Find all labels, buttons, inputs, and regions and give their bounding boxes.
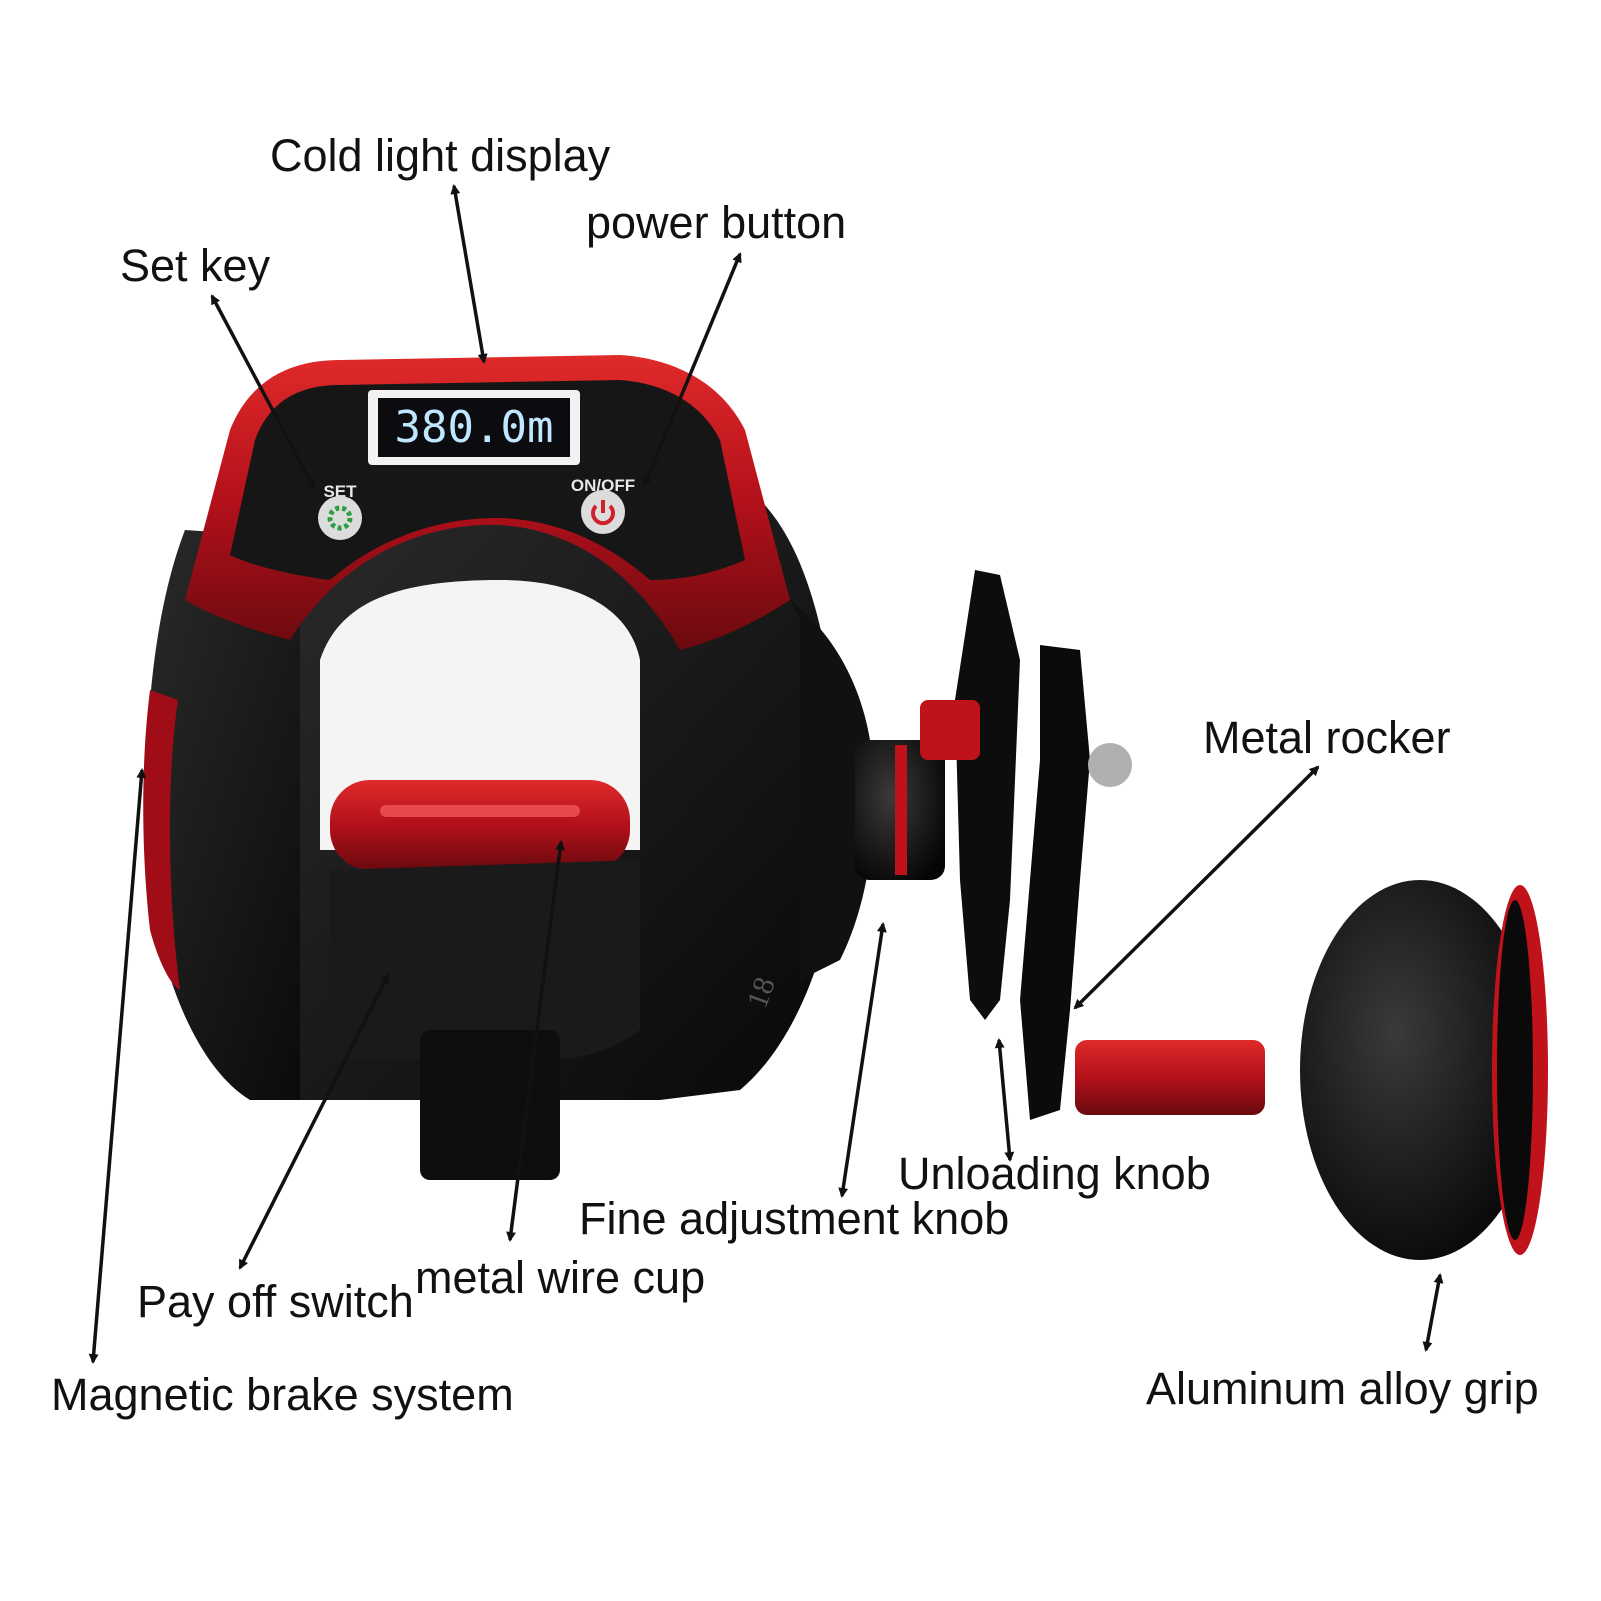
arrow-cold-light-display [450, 184, 488, 364]
label-unloading-knob: Unloading knob [898, 1148, 1211, 1199]
control-panel [230, 380, 745, 580]
arrow-power-button [642, 252, 742, 488]
set-key-label: SET [323, 482, 357, 501]
grip-shaft [1075, 1040, 1265, 1115]
label-metal-rocker: Metal rocker [1203, 712, 1451, 763]
magnetic-brake-red-edge [143, 690, 180, 990]
label-fine-adjustment-knob: Fine adjustment knob [579, 1193, 1010, 1244]
display-readout: 380.0m [395, 402, 554, 453]
label-magnetic-brake-system: Magnetic brake system [51, 1369, 514, 1420]
power-button-label: ON/OFF [571, 476, 635, 495]
thumb-bar [420, 1030, 560, 1180]
arrow-unloading-knob [994, 1038, 1015, 1162]
leader-arrows [88, 184, 1444, 1364]
gear-housing [790, 600, 874, 980]
metal-wire-cup [330, 780, 630, 870]
arrow-magnetic-brake [88, 768, 147, 1364]
label-aluminum-alloy-grip: Aluminum alloy grip [1146, 1363, 1539, 1414]
reel-illustration: 380.0m SET ON/OFF 18 [143, 355, 1548, 1260]
arrow-set-key [210, 294, 316, 490]
gear-icon [327, 505, 353, 531]
arrow-metal-rocker [1073, 765, 1320, 1010]
label-cold-light-display: Cold light display [270, 130, 611, 181]
label-power-button: power button [586, 197, 847, 248]
unloading-knob[interactable] [955, 570, 1020, 1020]
label-set-key: Set key [120, 240, 271, 291]
reel-side-plate [146, 530, 330, 1100]
set-key-button[interactable] [318, 496, 362, 540]
arrow-fine-adjustment-knob [838, 922, 887, 1198]
label-metal-wire-cup: metal wire cup [415, 1252, 706, 1303]
aluminum-alloy-grip[interactable] [1300, 880, 1540, 1260]
arrow-pay-off-switch [238, 973, 390, 1270]
arrow-aluminum-grip [1422, 1273, 1444, 1352]
power-icon [591, 500, 615, 526]
metal-rocker[interactable] [1020, 645, 1090, 1120]
arrow-metal-wire-cup [506, 840, 565, 1242]
label-pay-off-switch: Pay off switch [137, 1276, 414, 1327]
